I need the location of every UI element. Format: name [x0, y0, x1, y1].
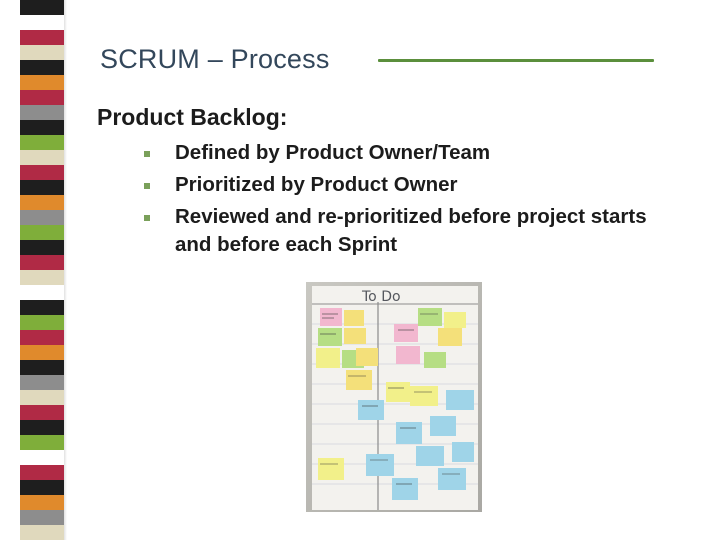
- stripe-band: [20, 270, 64, 285]
- bullet-item-defined: Defined by Product Owner/Team: [175, 141, 491, 164]
- sticky-note: [416, 446, 444, 466]
- stripe-band: [20, 120, 64, 135]
- sticky-note: [396, 346, 420, 364]
- stripe-band: [20, 75, 64, 90]
- sticky-note: [386, 382, 410, 402]
- bullet-item-reviewed: Reviewed and re-prioritized before proje…: [175, 205, 647, 256]
- sticky-note: [438, 468, 466, 490]
- stripe-band: [20, 195, 64, 210]
- stripe-band: [20, 135, 64, 150]
- stripe-band: [20, 240, 64, 255]
- stripe-band: [20, 420, 64, 435]
- stripe-band: [20, 15, 64, 30]
- bullet-marker: [144, 151, 150, 157]
- stripe-band: [20, 360, 64, 375]
- stripe-band: [20, 405, 64, 420]
- stripe-band: [20, 255, 64, 270]
- slide-title: SCRUM – Process: [100, 44, 330, 74]
- sticky-note: [396, 422, 422, 444]
- stripe-band: [20, 435, 64, 450]
- bullet-item-prioritized: Prioritized by Product Owner: [175, 173, 458, 196]
- sticky-note: [318, 328, 342, 346]
- stripe-band: [20, 210, 64, 225]
- bullet-marker: [144, 183, 150, 189]
- sticky-note: [452, 442, 474, 462]
- stripe-strip-shadow: [64, 0, 67, 540]
- stripe-band: [20, 150, 64, 165]
- sticky-note: [394, 324, 418, 342]
- stripe-band: [20, 90, 64, 105]
- sticky-note: [344, 310, 364, 326]
- sticky-note: [356, 348, 378, 366]
- sticky-note: [446, 390, 474, 410]
- sticky-note: [392, 478, 418, 500]
- sticky-note: [358, 400, 384, 420]
- sticky-note: [438, 328, 462, 346]
- stripe-band: [20, 480, 64, 495]
- sticky-note: [424, 352, 446, 368]
- decorative-stripe-strip: [20, 0, 64, 540]
- board-to-do-label: To Do: [361, 289, 401, 305]
- sticky-note: [444, 312, 466, 328]
- stripe-band: [20, 225, 64, 240]
- task-board-photo: To Do: [306, 282, 482, 512]
- stripe-band: [20, 345, 64, 360]
- sticky-note: [344, 328, 366, 344]
- sticky-note: [366, 454, 394, 476]
- stripe-band: [20, 300, 64, 315]
- sticky-note: [320, 308, 342, 326]
- stripe-band: [20, 45, 64, 60]
- stripe-band: [20, 285, 64, 300]
- sticky-note: [410, 386, 438, 406]
- stripe-band: [20, 105, 64, 120]
- stripe-band: [20, 30, 64, 45]
- task-board-illustration: To Do: [306, 282, 482, 512]
- handwriting-scribbles: [320, 313, 460, 485]
- sticky-note: [346, 370, 372, 390]
- stripe-band: [20, 465, 64, 480]
- section-heading: Product Backlog:: [97, 104, 288, 130]
- stripe-band: [20, 450, 64, 465]
- stripe-band: [20, 525, 64, 540]
- stripe-band: [20, 0, 64, 15]
- stripe-band: [20, 510, 64, 525]
- stripe-band: [20, 375, 64, 390]
- stripe-band: [20, 390, 64, 405]
- sticky-note: [430, 416, 456, 436]
- stripe-band: [20, 60, 64, 75]
- stripe-band: [20, 330, 64, 345]
- sticky-note: [418, 308, 442, 326]
- stripe-band: [20, 495, 64, 510]
- sticky-note: [318, 458, 344, 480]
- stripe-band: [20, 165, 64, 180]
- stripe-band: [20, 315, 64, 330]
- stripe-band: [20, 180, 64, 195]
- sticky-note: [316, 348, 340, 368]
- bullet-marker: [144, 215, 150, 221]
- sticky-notes: [316, 308, 474, 500]
- title-underline-rule: [378, 59, 654, 62]
